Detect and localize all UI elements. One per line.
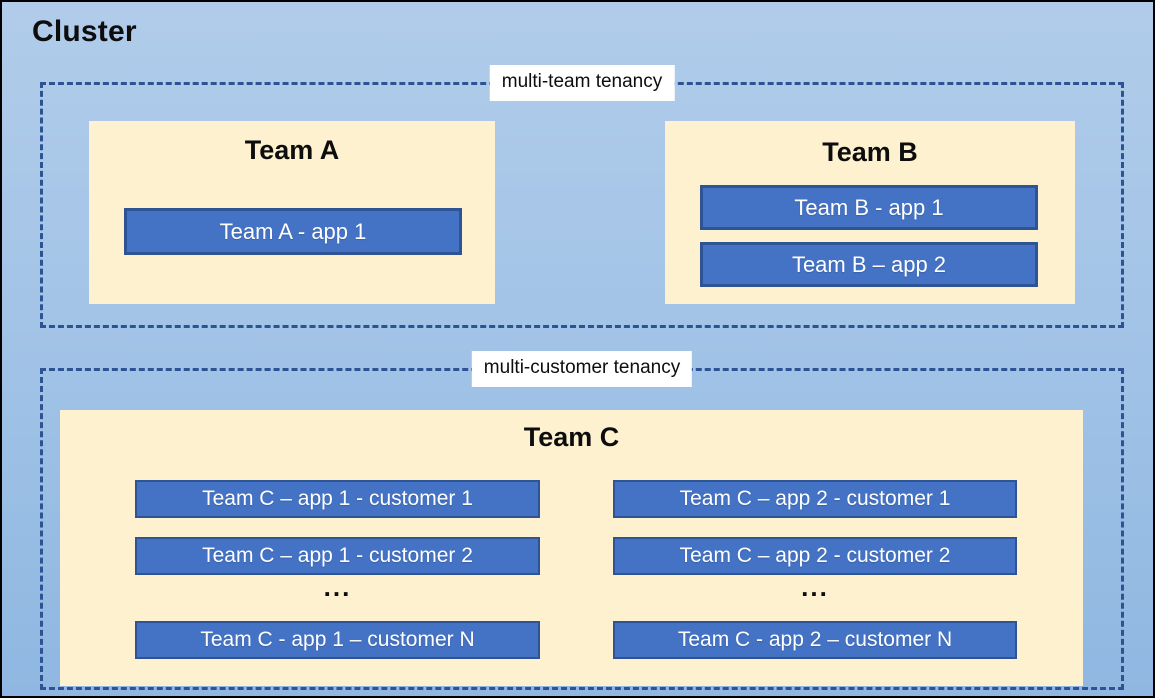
cluster-title: Cluster bbox=[32, 15, 137, 48]
team-b-app-2-box: Team B – app 2 bbox=[700, 242, 1038, 287]
team-a-app-1-box: Team A - app 1 bbox=[124, 208, 462, 255]
team-c-app-1-column: Team C – app 1 - customer 1 Team C – app… bbox=[135, 410, 540, 686]
team-c-title: Team C bbox=[523, 422, 620, 452]
multi-team-tenancy-group: multi-team tenancy Team A Team A - app 1… bbox=[40, 65, 1124, 328]
team-c-app-1-ellipsis: ... bbox=[323, 572, 352, 602]
team-a-box: Team A Team A - app 1 bbox=[89, 121, 495, 304]
team-c-app-1-customer-2-box: Team C – app 1 - customer 2 bbox=[135, 537, 540, 575]
team-c-app-1-customer-1-box: Team C – app 1 - customer 1 bbox=[135, 480, 540, 518]
team-c-app-1-customer-n-box: Team C - app 1 – customer N bbox=[135, 621, 540, 659]
team-c-app-2-customer-2-box: Team C – app 2 - customer 2 bbox=[613, 537, 1017, 575]
team-b-title: Team B bbox=[822, 137, 918, 167]
multi-customer-tenancy-label: multi-customer tenancy bbox=[471, 351, 693, 387]
team-a-title: Team A bbox=[244, 135, 340, 165]
team-c-app-2-customer-n-box: Team C - app 2 – customer N bbox=[613, 621, 1017, 659]
team-c-box: Team C Team C – app 1 - customer 1 Team … bbox=[60, 410, 1083, 686]
team-c-app-2-ellipsis: ... bbox=[801, 572, 829, 602]
multi-customer-tenancy-group: multi-customer tenancy Team C Team C – a… bbox=[40, 351, 1124, 690]
multi-team-tenancy-label: multi-team tenancy bbox=[489, 65, 675, 101]
team-c-app-2-column: Team C – app 2 - customer 1 Team C – app… bbox=[613, 410, 1017, 686]
team-b-app-1-box: Team B - app 1 bbox=[700, 185, 1038, 230]
team-c-app-2-customer-1-box: Team C – app 2 - customer 1 bbox=[613, 480, 1017, 518]
team-b-box: Team B Team B - app 1 Team B – app 2 bbox=[665, 121, 1075, 304]
